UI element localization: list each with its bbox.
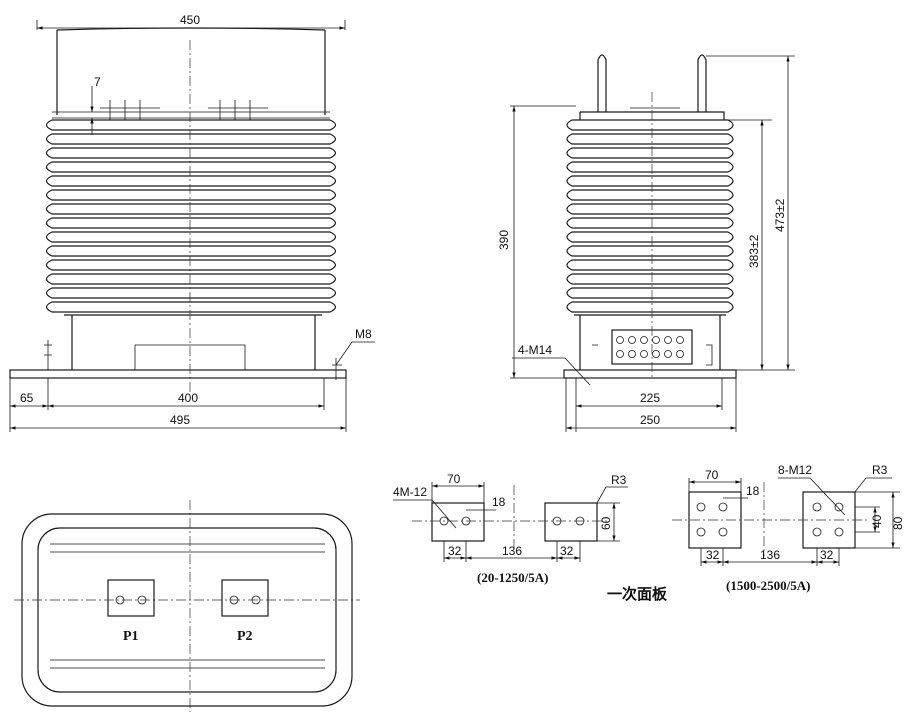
large-dim-136: 136 [760,548,780,562]
panel-small: 70 18 4M-12 32 136 32 60 R3 (20-1250/5A) [393,472,628,585]
top-view: P1 P2 [14,500,360,712]
small-holes-label: 4M-12 [393,485,427,499]
large-dim-32-left: 32 [706,548,720,562]
side-dim-390: 390 [497,230,511,250]
front-dim-7: 7 [94,75,101,89]
terminal-p2-label: P2 [237,629,253,644]
large-dim-32-right: 32 [820,548,834,562]
large-dim-18: 18 [746,484,760,498]
large-holes-label: 8-M12 [778,463,812,477]
side-ribs [566,119,734,313]
small-radius: R3 [611,473,627,487]
side-dim-383: 383±2 [747,234,761,268]
small-dim-32-right: 32 [560,544,574,558]
side-holes-4m14: 4-M14 [518,343,552,357]
small-dim-32-left: 32 [448,544,462,558]
terminal-p1-label: P1 [123,629,139,644]
front-view: 450 7 400 65 495 M8 [9,13,375,432]
small-dim-136: 136 [502,544,522,558]
small-dim-60: 60 [599,516,613,530]
panel-large: 70 18 8-M12 32 136 32 40 80 R3 (1500-250… [672,463,905,593]
front-dim-495: 495 [170,413,190,427]
small-dim-18: 18 [492,495,506,509]
side-dim-250: 250 [640,413,660,427]
side-dim-225: 225 [640,391,660,405]
panel-title: 一次面板 [607,585,668,603]
large-caption: (1500-2500/5A) [726,578,811,593]
large-dim-80: 80 [891,516,905,530]
small-dim-70: 70 [447,472,461,486]
front-dim-450: 450 [180,13,200,27]
front-dim-65: 65 [20,391,34,405]
large-dim-70: 70 [705,468,719,482]
front-bolt-m8: M8 [355,327,372,341]
large-radius: R3 [872,463,888,477]
small-caption: (20-1250/5A) [477,570,549,585]
side-view: 390 383±2 473±2 4-M14 225 250 [497,54,795,432]
terminal-p1-plate [107,579,155,617]
side-dim-473: 473±2 [773,198,787,232]
large-dim-40: 40 [870,514,884,528]
terminal-p2-plate [221,579,269,617]
front-ribs [45,119,337,313]
front-dim-400: 400 [178,391,198,405]
